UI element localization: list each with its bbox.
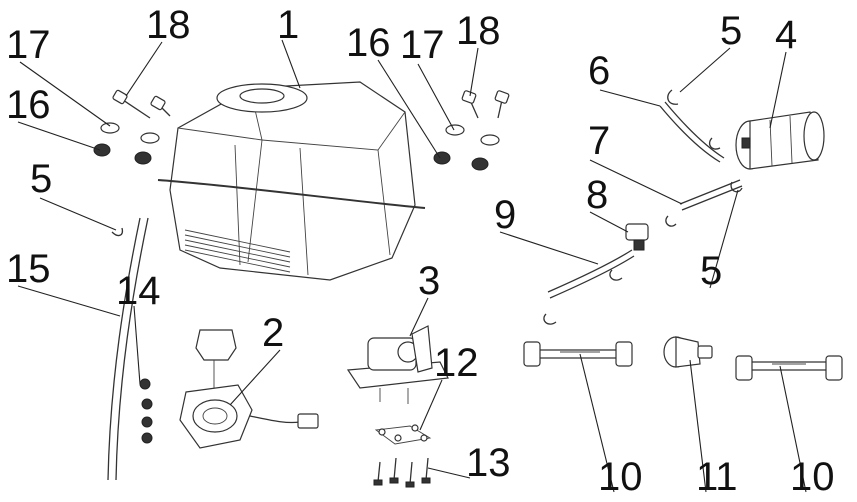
fuel-line-10b	[735, 355, 843, 381]
fuel-tank	[157, 81, 426, 281]
callout-8: 8	[586, 173, 608, 217]
mount-hardware-left	[93, 89, 171, 165]
callout-16a: 16	[6, 83, 51, 127]
callout-6: 6	[588, 49, 610, 93]
hose-clamps	[543, 89, 743, 325]
callout-10a: 10	[598, 455, 643, 499]
nuts	[139, 378, 153, 444]
fuel-filter-canister	[735, 111, 825, 170]
callout-2: 2	[262, 311, 284, 355]
leader-lines	[17, 39, 807, 493]
pressure-regulator	[663, 336, 713, 368]
tank-grille	[184, 229, 291, 273]
hose-6	[659, 101, 725, 163]
callout-5a: 5	[720, 9, 742, 53]
fuel-pump-bracket	[346, 325, 449, 404]
callout-10b: 10	[790, 455, 835, 499]
callout-5b: 5	[700, 249, 722, 293]
callout-16b: 16	[346, 21, 391, 65]
callout-17b: 17	[400, 23, 445, 67]
washer-gasket	[374, 424, 432, 445]
bolts	[373, 457, 431, 488]
callout-11: 11	[696, 455, 738, 499]
callout-13: 13	[466, 441, 511, 485]
callout-14: 14	[116, 269, 161, 313]
hose-9	[547, 249, 635, 299]
callout-7: 7	[588, 119, 610, 163]
mount-hardware-right	[433, 90, 510, 171]
callout-17a: 17	[6, 23, 51, 67]
valve	[625, 223, 649, 251]
callout-18a: 18	[146, 3, 191, 47]
callout-5c: 5	[30, 157, 52, 201]
fuel-level-sender	[179, 329, 319, 449]
fuel-line-10a	[523, 341, 633, 367]
callout-1: 1	[277, 3, 299, 47]
callout-labels: 1 2 3 4 5 5 5 6 7 8 9 10 10 11 12 13 14 …	[6, 3, 835, 499]
hose-7	[679, 179, 743, 211]
callout-15: 15	[6, 247, 51, 291]
callout-9: 9	[494, 193, 516, 237]
callout-3: 3	[418, 259, 440, 303]
callout-4: 4	[775, 13, 797, 57]
callout-18b: 18	[456, 9, 501, 53]
callout-12: 12	[434, 341, 479, 385]
fuel-hose-long	[107, 217, 149, 481]
